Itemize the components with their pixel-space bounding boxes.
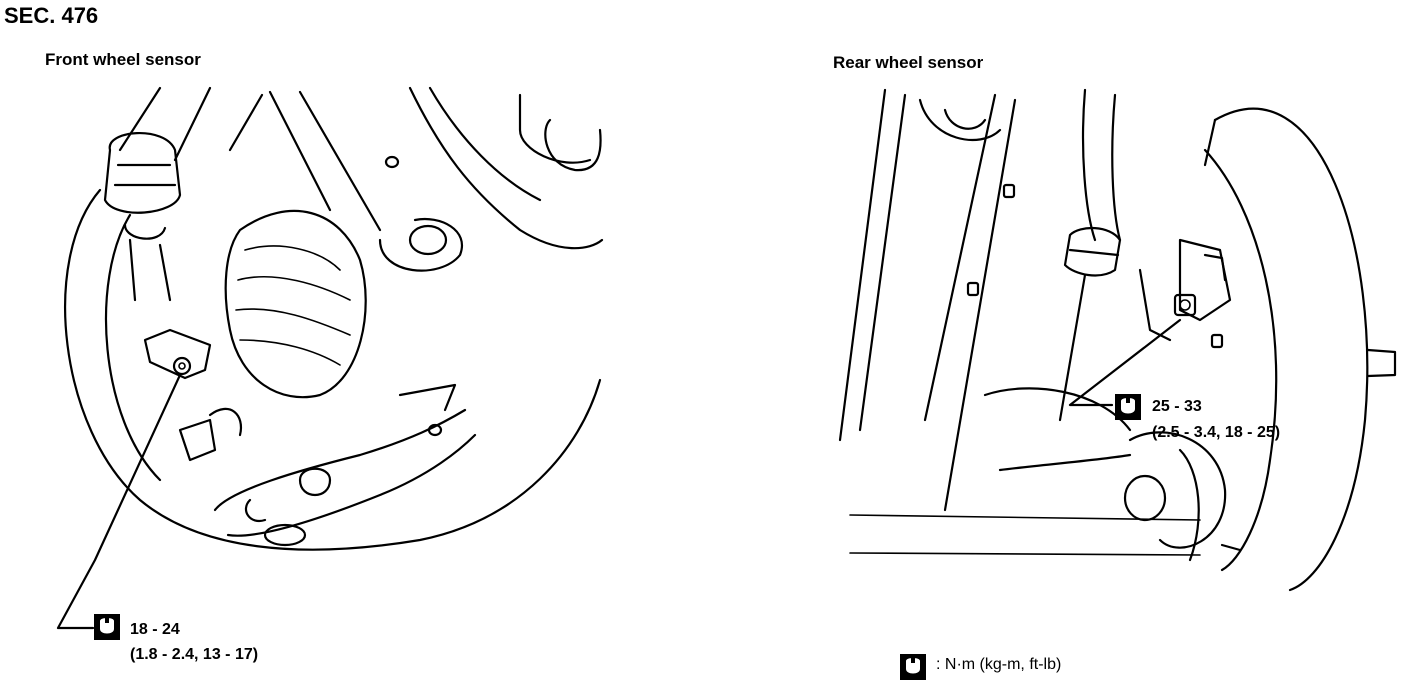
- rear-torque-value: 25 - 33: [1152, 398, 1202, 415]
- section-label: SEC. 476: [4, 3, 99, 28]
- torque-wrench-icon: [94, 614, 120, 640]
- rear-torque-units: (2.5 - 3.4, 18 - 25): [1152, 424, 1281, 441]
- front-torque-units: (1.8 - 2.4, 13 - 17): [130, 646, 259, 663]
- torque-wrench-icon: [1115, 394, 1141, 420]
- front-wheel-sensor-drawing: [56, 86, 604, 630]
- rear-wheel-sensor-title: Rear wheel sensor: [833, 53, 984, 72]
- torque-unit-legend: : N·m (kg-m, ft-lb): [936, 656, 1062, 673]
- rear-wheel-sensor-drawing: [838, 88, 1397, 592]
- torque-wrench-icon: [900, 654, 926, 680]
- front-torque-value: 18 - 24: [130, 621, 180, 638]
- front-wheel-sensor-title: Front wheel sensor: [45, 50, 201, 69]
